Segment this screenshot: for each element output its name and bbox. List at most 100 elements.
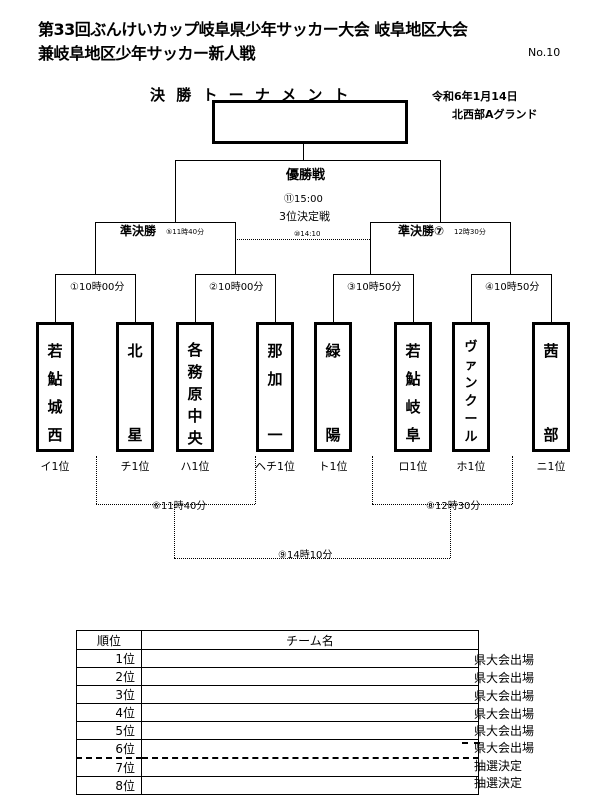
consol-match-9: ⑨14時10分 [278, 550, 333, 561]
table-row: 2位 [76, 667, 479, 686]
qf2-leg-b [275, 274, 276, 322]
table-row: 4位 [76, 703, 479, 722]
qf2-leg-a [195, 274, 196, 322]
final-left-leg [175, 160, 176, 222]
ranking-table: 順位 チーム名 1位 2位 3位 4位 5位 6位 7位 8位 [76, 630, 479, 795]
final-right-leg [440, 160, 441, 222]
rank-note: 県大会出場 [474, 653, 535, 667]
team-seed: ニ1位 [536, 460, 566, 473]
team-name-cell [141, 739, 479, 759]
team-seed: ハ1位 [180, 460, 210, 473]
consol-line [372, 456, 373, 504]
bracket-title: 決 勝 ト ー ナ メ ン ト [150, 86, 352, 104]
consol-line [96, 456, 97, 504]
doc-number: No.10 [528, 46, 561, 59]
team-seed: ト1位 [318, 460, 348, 473]
team-seed: ホ1位 [456, 460, 486, 473]
sf-left-bar [95, 222, 235, 223]
consol-match-8: ⑧12時30分 [426, 501, 481, 512]
consol-line [174, 504, 175, 558]
team-seed: チ1位 [120, 460, 150, 473]
qualify-divider [462, 742, 480, 744]
team-name-cell [141, 703, 479, 722]
table-row: 6位 [76, 739, 479, 759]
table-row: 8位 [76, 776, 479, 795]
rank-cell: 6位 [76, 739, 142, 759]
team-name-cell [141, 649, 479, 668]
team-name-header: チーム名 [141, 630, 479, 650]
qf4-leg-a [471, 274, 472, 322]
sf-right-leg-a [370, 222, 371, 274]
final-label: 優勝戦 [286, 168, 326, 183]
sf-left-label: 準決勝 [120, 224, 157, 238]
final-connector [303, 144, 304, 160]
ranking-header-row: 順位 チーム名 [76, 630, 479, 650]
rank-note: 抽選決定 [474, 759, 523, 773]
sf-left-leg-b [235, 222, 236, 274]
rank-note: 県大会出場 [474, 707, 535, 721]
team-seed: イ1位 [40, 460, 70, 473]
qf1-leg-a [55, 274, 56, 322]
consol-line [96, 504, 255, 505]
qf3-bar [333, 274, 413, 275]
title-line-1: 第33回ぶんけいカップ岐阜県少年サッカー大会 岐阜地区大会 [38, 20, 468, 39]
consol-line [174, 558, 450, 559]
table-row: 1位 [76, 649, 479, 668]
team-box: 北 星 [116, 322, 154, 452]
match-venue: 北西部Aグランド [452, 108, 538, 121]
table-row: 3位 [76, 685, 479, 704]
qf4-bar [471, 274, 551, 275]
rank-cell: 7位 [76, 757, 142, 777]
sf-right-leg-b [510, 222, 511, 274]
rank-cell: 1位 [76, 649, 142, 668]
rank-cell: 3位 [76, 685, 142, 704]
third-place-label: 3位決定戦 [279, 210, 330, 223]
qf1-match: ①10時00分 [70, 282, 125, 293]
team-box: 各務原中央 [176, 322, 214, 452]
rank-note: 県大会出場 [474, 724, 535, 738]
team-name-cell [141, 667, 479, 686]
qf4-match: ④10時50分 [485, 282, 540, 293]
rank-cell: 2位 [76, 667, 142, 686]
consol-line [450, 504, 451, 558]
final-bar [175, 160, 440, 161]
title-line-2: 兼岐阜地区少年サッカー新人戦 [38, 44, 256, 63]
winner-box [212, 100, 408, 144]
consol-line [372, 504, 512, 505]
match-date: 令和6年1月14日 [432, 90, 518, 103]
sf-left-match: ⑤11時40分 [166, 228, 205, 236]
table-row: 5位 [76, 721, 479, 740]
table-row: 7位 [76, 757, 479, 777]
team-name-cell [141, 721, 479, 740]
rank-cell: 4位 [76, 703, 142, 722]
rank-note: 県大会出場 [474, 671, 535, 685]
team-box: 若鮎城西 [36, 322, 74, 452]
team-box: 那加 一 [256, 322, 294, 452]
team-box: ヴァンクール [452, 322, 490, 452]
qf3-match: ③10時50分 [347, 282, 402, 293]
third-place-line [235, 239, 370, 240]
team-seed: ロ1位 [398, 460, 428, 473]
rank-note: 県大会出場 [474, 741, 535, 755]
team-box: 若鮎岐阜 [394, 322, 432, 452]
consol-line [512, 456, 513, 504]
rank-cell: 5位 [76, 721, 142, 740]
qf2-bar [195, 274, 275, 275]
sf-right-label: 準決勝⑦ [398, 224, 445, 238]
rank-note: 県大会出場 [474, 689, 535, 703]
team-box: 茜 部 [532, 322, 570, 452]
sf-right-match: 12時30分 [454, 228, 486, 236]
qf2-match: ②10時00分 [209, 282, 264, 293]
rank-cell: 8位 [76, 776, 142, 795]
team-box: 緑 陽 [314, 322, 352, 452]
qf3-leg-a [333, 274, 334, 322]
team-name-cell [141, 685, 479, 704]
rank-note: 抽選決定 [474, 776, 523, 790]
team-name-cell [141, 757, 479, 777]
qf1-leg-b [135, 274, 136, 322]
final-match: ⑪15:00 [284, 194, 323, 205]
team-name-cell [141, 776, 479, 795]
qf1-bar [55, 274, 135, 275]
qf4-leg-b [551, 274, 552, 322]
rank-header: 順位 [76, 630, 142, 650]
